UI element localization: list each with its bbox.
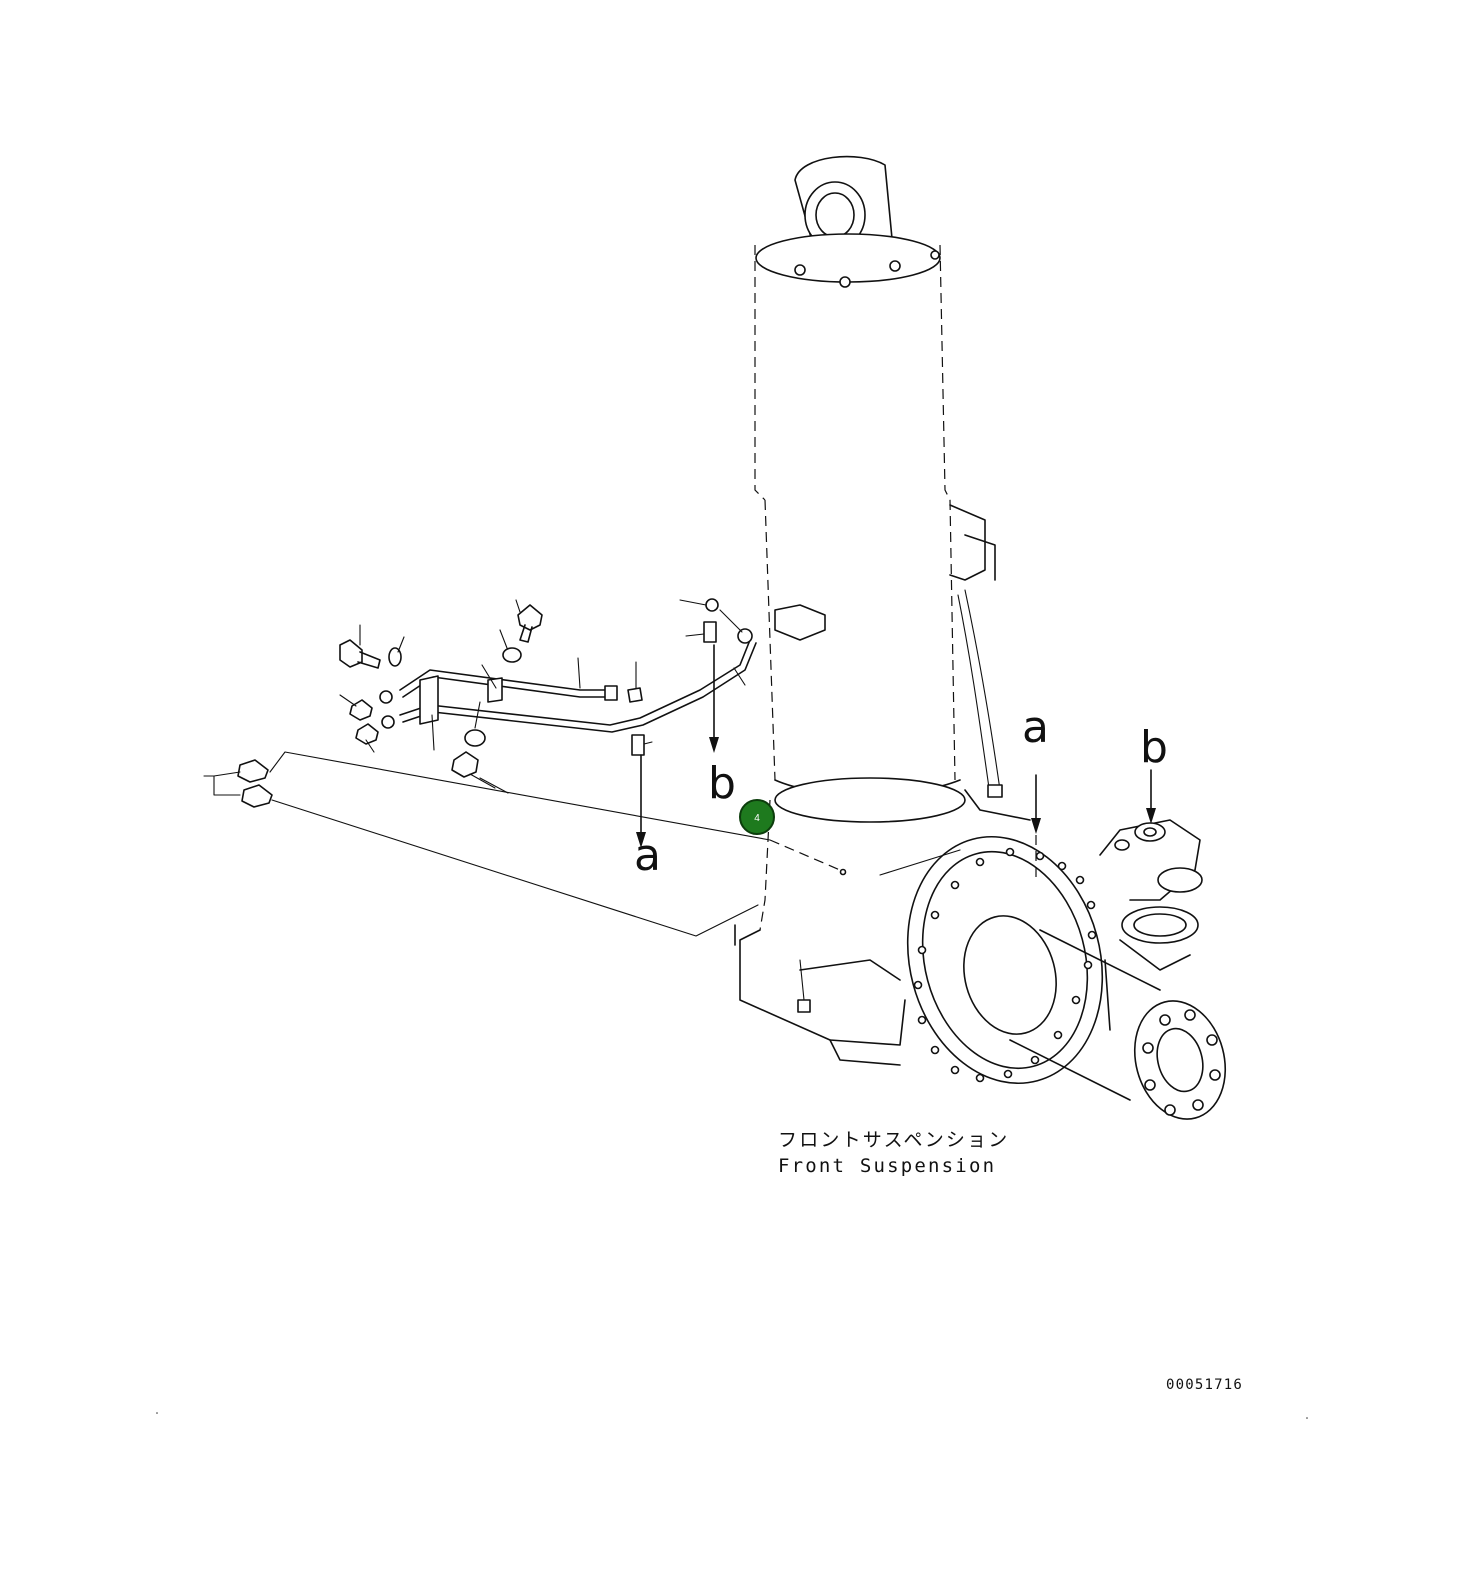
knuckle-housing [734,789,1227,1120]
piping-assembly [203,598,961,937]
caption-english: Front Suspension [778,1155,996,1177]
reference-arrows [636,644,1156,880]
steering-arm [1099,819,1203,971]
corner-dot-left [156,1412,158,1414]
reference-letter-a-right: a [1022,702,1049,753]
drawing-code: 00051716 [1166,1377,1243,1393]
caption-japanese: フロントサスペンション [778,1129,1010,1151]
reference-letter-a-left: a [634,830,661,881]
hub-bolt-holes [1142,1009,1221,1116]
reference-letter-b-left: b [708,758,736,809]
suspension-cylinder [754,155,1003,823]
reference-letter-b-right: b [1140,722,1168,773]
callout-number: 4 [754,813,760,824]
callout-badge-4[interactable]: 4 [739,799,775,835]
flange-bolt-holes [913,847,1097,1083]
corner-dot-right [1306,1417,1308,1419]
